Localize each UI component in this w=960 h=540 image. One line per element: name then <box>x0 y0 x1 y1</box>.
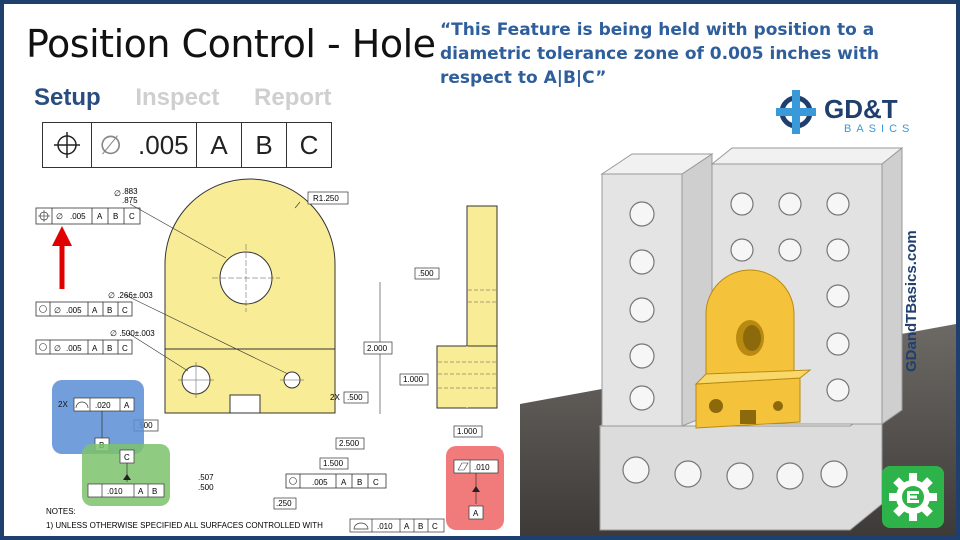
notes-line: 1) UNLESS OTHERWISE SPECIFIED ALL SURFAC… <box>46 521 323 530</box>
surface-fcf: .005 A B C <box>285 473 387 489</box>
fcf3-a: A <box>92 344 98 353</box>
step-tabs: Setup Inspect Report <box>34 84 359 112</box>
website-text: GDandTBasics.com <box>903 230 920 372</box>
flatness-callout-red: .010 A <box>446 446 504 530</box>
notes-b: B <box>418 522 423 531</box>
logo-main-text: GD&T <box>824 94 898 124</box>
fcf3-c: C <box>122 344 128 353</box>
website-label: GDandTBasics.com <box>903 230 920 372</box>
dim-1000-left: 1.000 <box>403 375 424 384</box>
part-side-view <box>436 205 498 409</box>
notes-a: A <box>404 522 410 531</box>
mid-hole-fcf: ∅ .005 A B C <box>35 339 133 355</box>
tolerance-value: .005 <box>138 129 189 160</box>
fcf-a: A <box>97 212 103 221</box>
fcf2-b: B <box>107 306 112 315</box>
green-tol: .010 <box>107 487 123 496</box>
notes-title: NOTES: <box>46 507 76 516</box>
gear-e-icon[interactable] <box>882 466 944 528</box>
green-c: C <box>124 453 130 462</box>
dim-250: .250 <box>276 499 292 508</box>
dia-symbol: ∅ <box>114 189 121 198</box>
fcf3-tol: .005 <box>66 344 82 353</box>
fixture-holes <box>622 192 850 490</box>
fcf4-tol: .005 <box>312 478 328 487</box>
fcf-b: B <box>113 212 118 221</box>
dim-2x500: .500 <box>347 393 363 402</box>
blue-datum: A <box>124 401 130 410</box>
fcf2-dia: ∅ <box>54 306 61 315</box>
green-b: B <box>152 487 157 496</box>
definition-quote: “This Feature is being held with positio… <box>440 20 879 88</box>
fcf4-a: A <box>341 478 347 487</box>
tab-report[interactable]: Report <box>254 84 332 111</box>
green-a: A <box>138 487 144 496</box>
fcf2-a: A <box>92 306 98 315</box>
diameter-symbol: ∅ <box>99 129 123 160</box>
small-hole-dim: ∅ .266±.003 <box>108 291 153 300</box>
blue-2x: 2X <box>58 400 68 409</box>
fcf-c: C <box>129 212 135 221</box>
tolerance-cell: ∅ .005 <box>92 123 197 167</box>
radius-dim: R1.250 <box>313 194 339 203</box>
fcf-dia: ∅ <box>56 212 63 221</box>
blue-tol: .020 <box>95 401 111 410</box>
fixture-render <box>520 146 956 536</box>
fcf2-c: C <box>122 306 128 315</box>
dim-1000-bottom: 1.000 <box>457 427 478 436</box>
fcf3-b: B <box>107 344 112 353</box>
part-front-view <box>164 178 336 414</box>
logo-sub-text: BASICS <box>844 123 914 135</box>
datum-c-cell: C <box>299 129 319 160</box>
page-title: Position Control - Hole <box>26 22 436 66</box>
mid-hole-dim: ∅ .500±.003 <box>110 329 155 338</box>
dim-1500: 1.500 <box>323 459 344 468</box>
engineering-drawing: ∅ .005 A B C <box>35 178 504 533</box>
fcf-tol-text: .005 <box>70 212 86 221</box>
perpendicularity-callout-green: C .010 A B <box>82 444 170 506</box>
hole-fcf-callout: ∅ .005 A B C <box>35 207 141 225</box>
small-hole-fcf: ∅ .005 A B C <box>35 301 133 317</box>
datum-a-cell: A <box>197 123 242 167</box>
fcf4-c: C <box>373 478 379 487</box>
dim-2500: 2.500 <box>339 439 360 448</box>
red-datum: A <box>473 509 479 518</box>
gdt-basics-logo: GD&T BASICS <box>776 90 914 135</box>
dim-507: .507 <box>198 473 214 482</box>
red-tol: .010 <box>474 463 490 472</box>
hole-dia-top: .883 <box>122 187 138 196</box>
dim-2000: 2.000 <box>367 344 388 353</box>
notes-c: C <box>432 522 438 531</box>
dim-2x-label: 2X <box>330 393 340 402</box>
datum-b-cell: B <box>242 123 287 167</box>
tab-inspect[interactable]: Inspect <box>135 84 220 111</box>
notes-tol: .010 <box>377 522 393 531</box>
dim-500-side: .500 <box>418 269 434 278</box>
yellow-part <box>694 269 812 429</box>
position-icon <box>43 123 92 167</box>
feature-control-frame: ∅ .005 A B C <box>42 122 332 168</box>
dim-500b: .500 <box>198 483 214 492</box>
dim-500-left: .500 <box>137 421 153 430</box>
tab-setup[interactable]: Setup <box>34 84 101 111</box>
fcf4-b: B <box>357 478 362 487</box>
fcf3-dia: ∅ <box>54 344 61 353</box>
hole-dia-bottom: .875 <box>122 196 138 205</box>
profile-callout-blue: 2X .020 A B <box>52 380 144 454</box>
red-arrow <box>52 226 72 289</box>
fcf2-tol: .005 <box>66 306 82 315</box>
